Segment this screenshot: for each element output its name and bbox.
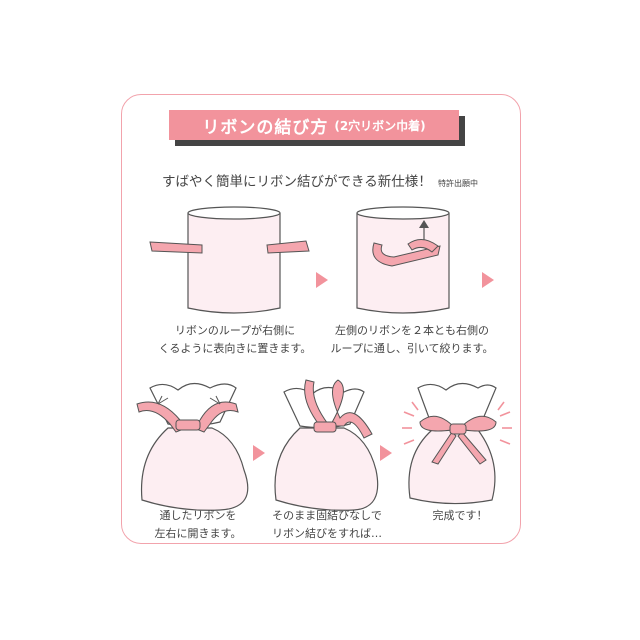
step4-caption: そのまま固結びなしで リボン結びをすれば… [262,507,392,543]
step4-illustration [274,379,379,511]
step2-illustration [356,206,450,314]
step3-illustration [136,382,249,511]
title-sub: (2穴リボン巾着) [334,118,426,133]
next-arrow-icon-1 [316,272,328,288]
title-main: リボンの結び方 [202,117,329,138]
step4-caption-line1: そのまま固結びなしで [272,509,382,522]
step3-caption: 通したリボンを 左右に開きます。 [138,507,258,543]
subtitle-text: すばやく簡単にリボン結びができる新仕様！ [161,174,432,190]
title-banner: リボンの結び方 (2穴リボン巾着) [169,110,459,140]
patent-note: 特許出願中 [438,179,479,188]
step1-caption: リボンのループが右側に くるように表向きに置きます。 [140,322,330,358]
sparkle-icon [402,401,512,445]
next-arrow-icon-2 [482,272,494,288]
step5-caption: 完成です！ [410,507,510,525]
step5-caption-line1: 完成です！ [432,509,488,522]
step3-caption-line1: 通したリボンを [159,509,237,522]
subtitle: すばやく簡単にリボン結びができる新仕様！ 特許出願中 [120,170,520,190]
step3-caption-line2: 左右に開きます。 [154,527,242,540]
step2-caption-line2: ループに通し、引いて絞ります。 [330,342,494,355]
step1-caption-line1: リボンのループが右側に [174,324,296,337]
next-arrow-icon-4 [380,445,392,461]
step2-caption: 左側のリボンを２本とも右側の ループに通し、引いて絞ります。 [322,322,502,358]
next-arrow-icon-3 [253,445,265,461]
step5-illustration [402,382,512,505]
step4-caption-line2: リボン結びをすれば… [272,527,382,540]
step1-illustration [149,206,310,314]
step1-caption-line2: くるように表向きに置きます。 [158,342,312,355]
step2-caption-line1: 左側のリボンを２本とも右側の [335,324,489,337]
